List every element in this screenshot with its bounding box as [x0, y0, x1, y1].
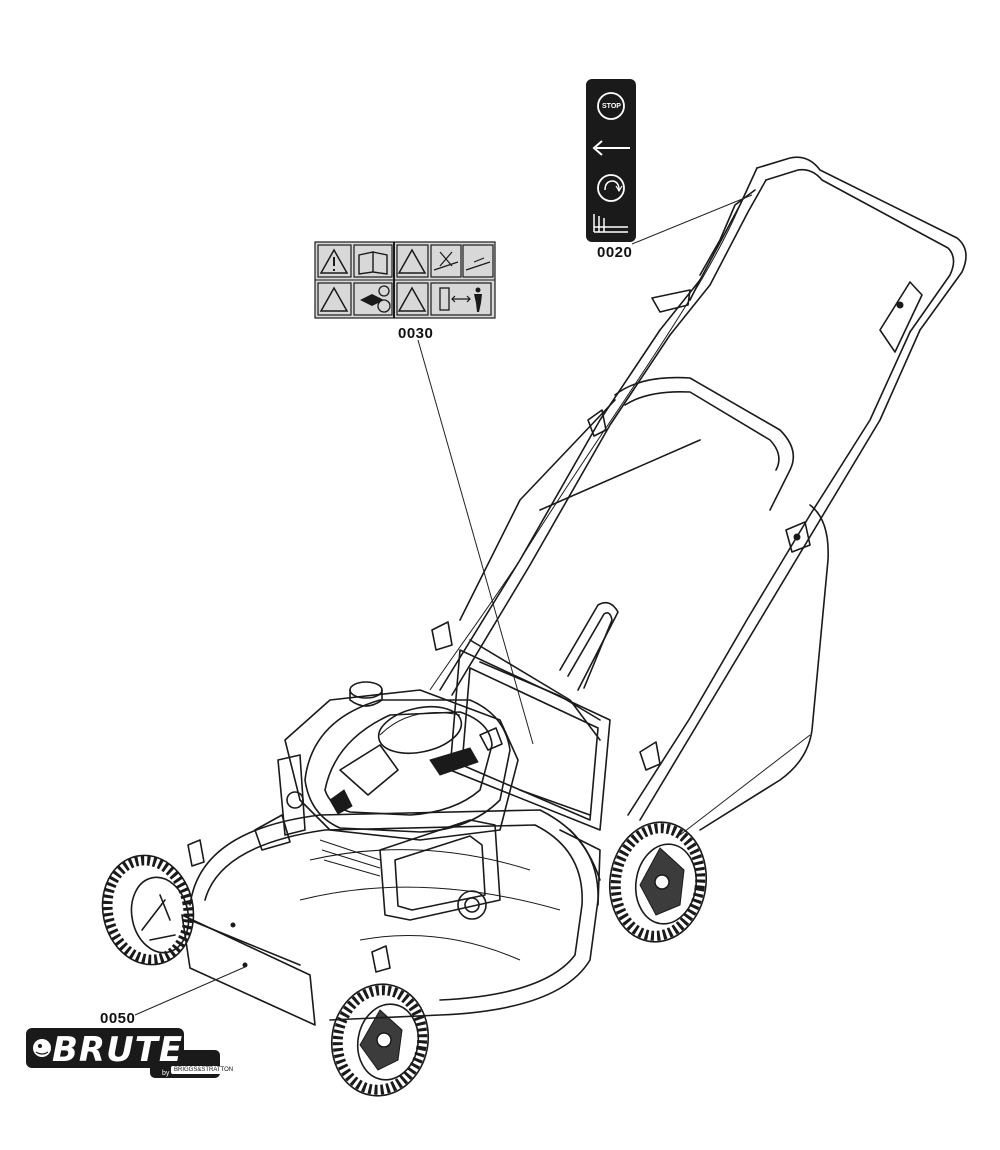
engine [254, 681, 519, 921]
grass-bag [449, 376, 829, 831]
callout-0050: 0050 [100, 1010, 136, 1027]
leader-lines [134, 194, 811, 1016]
warning-icon [397, 248, 427, 274]
stop-icon [597, 92, 625, 120]
callout-0020: 0020 [597, 244, 633, 261]
brand-maker-label: BRIGGS&STRATTON [171, 1066, 237, 1074]
brand-wordmark: BRUTE [52, 1030, 184, 1070]
warning-icon [319, 248, 349, 274]
stop-label: STOP [602, 103, 621, 110]
warning-icon [319, 286, 349, 312]
slope-icon [433, 251, 459, 271]
callout-0030: 0030 [398, 325, 434, 342]
manual-book-icon [358, 251, 388, 275]
decal-0030-safety [314, 241, 496, 319]
wheel-front-right [330, 983, 430, 1097]
blade-icon [360, 294, 384, 306]
slope-icon [465, 257, 491, 271]
wheel-rear-left-hidden [569, 829, 601, 881]
arrow-left-icon [592, 140, 630, 156]
warning-icon [397, 286, 427, 312]
wheel-rear-right [608, 821, 708, 943]
grass-icon [593, 214, 628, 233]
handle-assembly [429, 156, 967, 821]
brand-by-label: by [162, 1070, 170, 1077]
decal-0020-control [586, 79, 636, 242]
person-icon [474, 294, 482, 312]
run-icon [597, 174, 625, 202]
wheel-front-left [101, 854, 195, 966]
mower-deck [181, 809, 601, 1026]
